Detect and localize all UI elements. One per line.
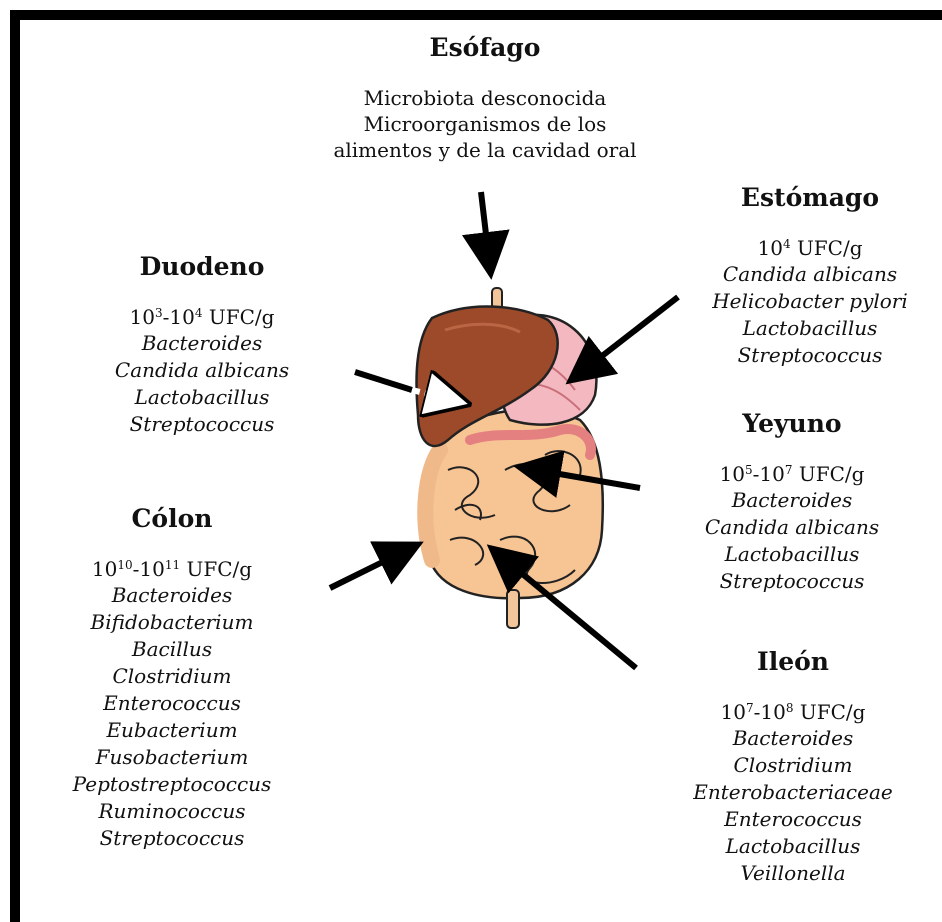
- organism-name: Ruminococcus: [52, 798, 292, 825]
- organism-name: Candida albicans: [690, 261, 930, 288]
- esofago-title: Esófago: [320, 33, 650, 63]
- organism-name: Streptococcus: [690, 342, 930, 369]
- ileon-label-block: Ileón 107-108 UFC/g Bacteroides Clostrid…: [673, 647, 913, 887]
- duodeno-title: Duodeno: [82, 252, 322, 282]
- organism-name: Bifidobacterium: [52, 609, 292, 636]
- organism-name: Bacteroides: [672, 487, 912, 514]
- organism-name: Lactobacillus: [82, 384, 322, 411]
- colon-count: 1010-1011 UFC/g: [52, 556, 292, 582]
- esofago-arrow: [481, 192, 490, 268]
- organism-name: Streptococcus: [672, 568, 912, 595]
- esofago-label-block: Esófago Microbiota desconocida Microorga…: [320, 33, 650, 163]
- organism-name: Candida albicans: [672, 514, 912, 541]
- estomago-count: 104 UFC/g: [690, 235, 930, 261]
- organism-name: Peptostreptococcus: [52, 771, 292, 798]
- organism-name: Lactobacillus: [673, 833, 913, 860]
- organism-name: Lactobacillus: [672, 541, 912, 568]
- esofago-line: Microorganismos de los: [320, 111, 650, 137]
- organism-name: Bacteroides: [673, 725, 913, 752]
- organism-name: Helicobacter pylori: [690, 288, 930, 315]
- ileon-count: 107-108 UFC/g: [673, 699, 913, 725]
- organism-name: Streptococcus: [52, 825, 292, 852]
- duodeno-count: 103-104 UFC/g: [82, 304, 322, 330]
- organism-name: Clostridium: [52, 663, 292, 690]
- organism-name: Fusobacterium: [52, 744, 292, 771]
- organism-name: Enterobacteriaceae: [673, 779, 913, 806]
- estomago-title: Estómago: [690, 183, 930, 213]
- yeyuno-title: Yeyuno: [672, 409, 912, 439]
- organism-name: Clostridium: [673, 752, 913, 779]
- duodeno-label-block: Duodeno 103-104 UFC/g Bacteroides Candid…: [82, 252, 322, 438]
- esofago-line: alimentos y de la cavidad oral: [320, 137, 650, 163]
- organism-name: Candida albicans: [82, 357, 322, 384]
- estomago-label-block: Estómago 104 UFC/g Candida albicans Heli…: [690, 183, 930, 369]
- colon-title: Cólon: [52, 504, 292, 534]
- esofago-line: Microbiota desconocida: [320, 85, 650, 111]
- organism-name: Enterococcus: [673, 806, 913, 833]
- duodeno-arrow-shaft: [355, 372, 412, 390]
- ileon-title: Ileón: [673, 647, 913, 677]
- yeyuno-count: 105-107 UFC/g: [672, 461, 912, 487]
- rectum-shape: [507, 590, 519, 628]
- colon-arrow: [330, 547, 413, 588]
- organism-name: Enterococcus: [52, 690, 292, 717]
- estomago-arrow: [575, 297, 678, 377]
- organism-name: Bacteroides: [52, 582, 292, 609]
- organism-name: Bacteroides: [82, 330, 322, 357]
- yeyuno-label-block: Yeyuno 105-107 UFC/g Bacteroides Candida…: [672, 409, 912, 595]
- organism-name: Lactobacillus: [690, 315, 930, 342]
- organism-name: Veillonella: [673, 860, 913, 887]
- organism-name: Eubacterium: [52, 717, 292, 744]
- colon-label-block: Cólon 1010-1011 UFC/g Bacteroides Bifido…: [52, 504, 292, 852]
- organism-name: Bacillus: [52, 636, 292, 663]
- organism-name: Streptococcus: [82, 411, 322, 438]
